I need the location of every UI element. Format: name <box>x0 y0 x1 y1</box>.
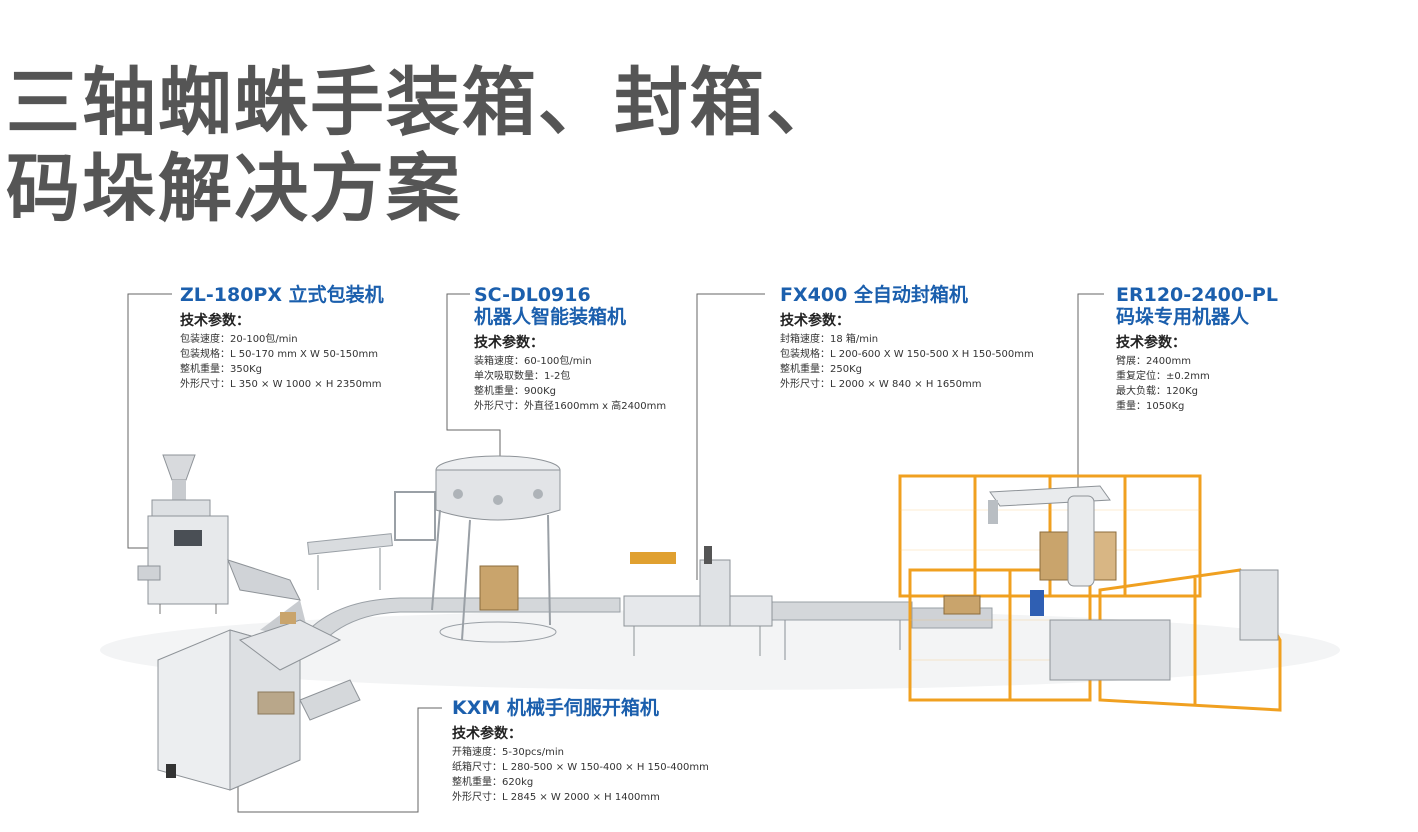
params-heading: 技术参数： <box>1116 335 1186 351</box>
machine-block-er120: ER120-2400-PL 码垛专用机器人 技术参数： 臂展：2400mm 重复… <box>1116 284 1278 414</box>
spec-line: 整机重量：620kg <box>452 777 534 788</box>
params-heading: 技术参数： <box>780 313 850 329</box>
scdl0916-machine <box>394 455 561 643</box>
spec-line: 整机重量：900Kg <box>474 386 556 397</box>
spec-line: 纸箱尺寸：L 280-500 × W 150-400 × H 150-400mm <box>452 762 709 773</box>
er120-palletizer-cell <box>898 474 1282 712</box>
page-title-line-2: 码垛解决方案 <box>6 146 462 232</box>
fx400-machine <box>623 546 773 656</box>
machine-name-line-2: 码垛专用机器人 <box>1116 306 1250 328</box>
spec-line: 整机重量：250Kg <box>780 364 862 375</box>
spec-line: 封箱速度：18 箱/min <box>780 334 879 345</box>
spec-line: 外形尺寸：L 2000 × W 840 × H 1650mm <box>780 379 982 390</box>
machine-name: KXM 机械手伺服开箱机 <box>452 697 659 719</box>
machine-block-fx400: FX400 全自动封箱机 技术参数： 封箱速度：18 箱/min 包装规格：L … <box>780 284 1034 392</box>
spec-line: 装箱速度：60-100包/min <box>474 356 592 367</box>
spec-line: 单次吸取数量：1-2包 <box>474 371 571 382</box>
params-heading: 技术参数： <box>474 335 544 351</box>
spec-line: 整机重量：350Kg <box>180 364 262 375</box>
spec-line: 外形尺寸：外直径1600mm x 高2400mm <box>474 401 667 412</box>
spec-line: 重复定位：±0.2mm <box>1116 371 1210 382</box>
spec-line: 臂展：2400mm <box>1116 356 1191 367</box>
spec-line: 最大负载：120Kg <box>1116 386 1198 397</box>
machine-block-zl180px: ZL-180PX 立式包装机 技术参数： 包装速度：20-100包/min 包装… <box>180 284 384 392</box>
machine-block-kxm: KXM 机械手伺服开箱机 技术参数： 开箱速度：5-30pcs/min 纸箱尺寸… <box>452 697 709 805</box>
spec-line: 开箱速度：5-30pcs/min <box>452 747 564 758</box>
spec-line: 外形尺寸：L 2845 × W 2000 × H 1400mm <box>452 792 660 803</box>
kxm-machine <box>157 612 361 791</box>
machine-name-line-2: 机器人智能装箱机 <box>474 306 627 328</box>
page-title-line-1: 三轴蜘蛛手装箱、封箱、 <box>6 60 842 146</box>
spec-line: 包装规格：L 50-170 mm X W 50-150mm <box>180 349 379 360</box>
machine-name: ER120-2400-PL <box>1116 284 1278 306</box>
params-heading: 技术参数： <box>180 313 250 329</box>
machine-name: SC-DL0916 <box>474 284 591 306</box>
spec-line: 包装速度：20-100包/min <box>180 334 298 345</box>
conveyor-lines <box>260 533 993 660</box>
spec-line: 外形尺寸：L 350 × W 1000 × H 2350mm <box>180 379 382 390</box>
machine-name: FX400 全自动封箱机 <box>780 284 968 306</box>
machine-block-scdl0916: SC-DL0916 机器人智能装箱机 技术参数： 装箱速度：60-100包/mi… <box>474 284 666 414</box>
leader-lines <box>127 293 1104 813</box>
machine-name: ZL-180PX 立式包装机 <box>180 284 384 306</box>
spec-line: 重量：1050Kg <box>1116 401 1185 412</box>
spec-line: 包装规格：L 200-600 X W 150-500 X H 150-500mm <box>780 349 1034 360</box>
params-heading: 技术参数： <box>452 726 522 742</box>
zl180px-machine <box>137 454 301 614</box>
